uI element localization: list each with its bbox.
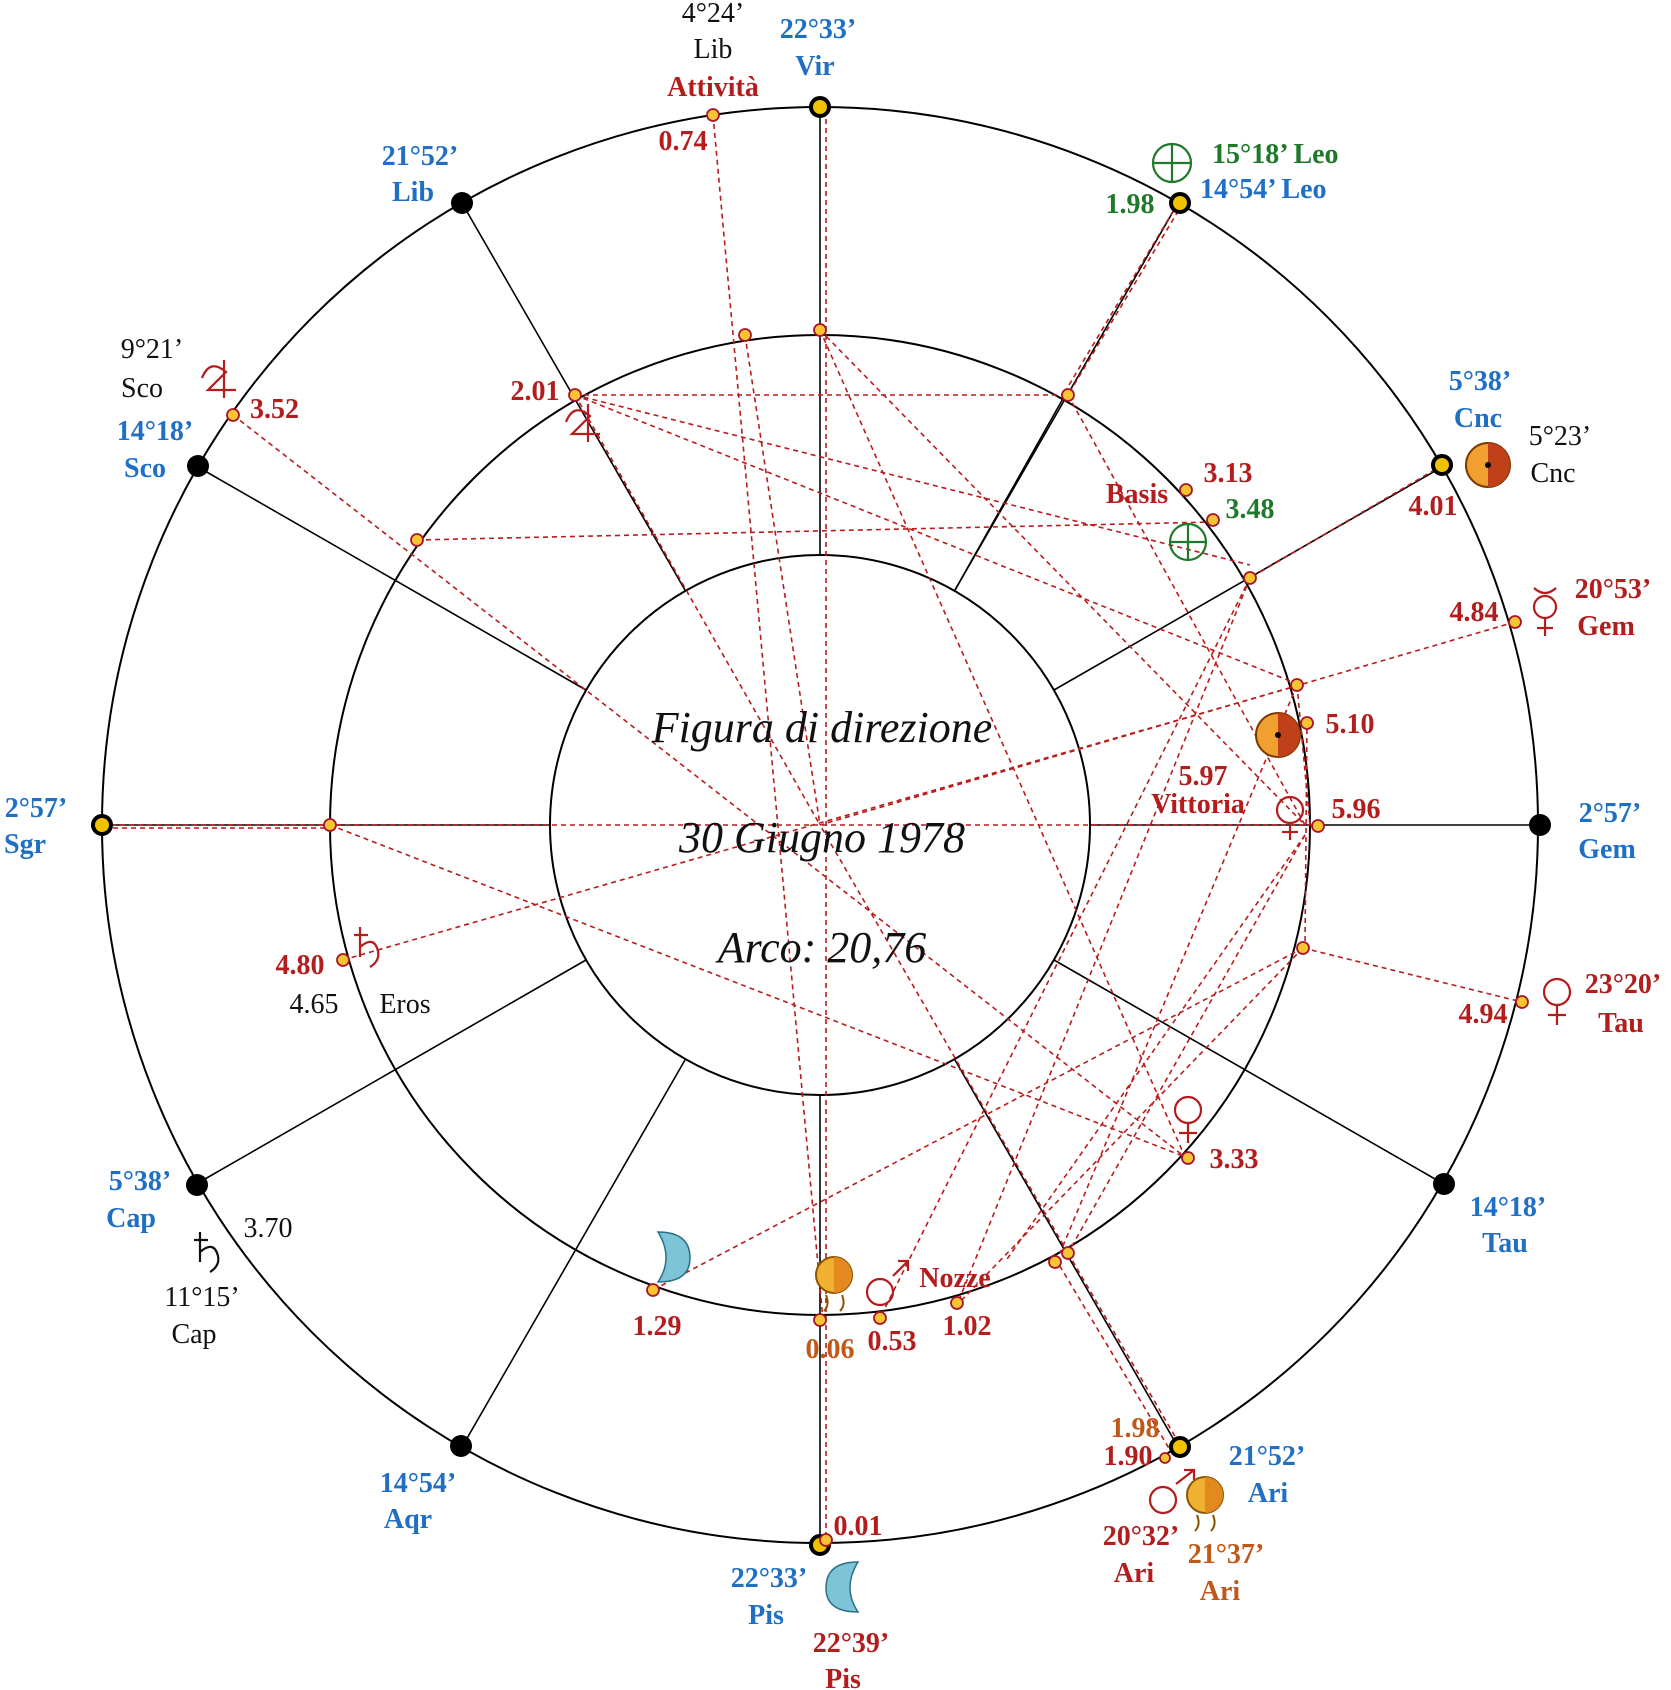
sun-natal-icon — [1465, 442, 1511, 488]
saturn-natal-icon — [194, 1232, 220, 1273]
cusp-cnc-degree: 5°38’ — [1449, 366, 1512, 397]
cusp-pis-degree: 22°33’ — [731, 1563, 808, 1594]
earth-icon — [1151, 142, 1193, 184]
jupiter-value: 3.52 — [250, 394, 299, 425]
vittoria-value: 5.97 — [1179, 761, 1228, 792]
cusp-ari-sign: Ari — [1248, 1478, 1289, 1509]
moon-natal-value: 0.01 — [834, 1511, 883, 1542]
cusp-aqr-degree: 14°54’ — [380, 1468, 457, 1499]
attivita-name: Attività — [667, 72, 759, 103]
cusp-sco-sign: Sco — [124, 453, 166, 484]
cusp-cnc-sign: Cnc — [1454, 403, 1502, 434]
direction-connectors — [102, 110, 1523, 1545]
venus-natal-icon — [1542, 977, 1572, 1025]
value-2-01: 2.01 — [511, 376, 560, 407]
cusp-pis-sign: Pis — [748, 1600, 784, 1631]
jupiter-inner-icon — [564, 404, 600, 442]
venus-natal-value: 4.94 — [1459, 999, 1508, 1030]
value-0-06: 0.06 — [806, 1334, 855, 1365]
cusp-sgr-degree: 2°57’ — [5, 793, 68, 824]
sun-natal-degree: 5°23’ — [1529, 421, 1592, 452]
mercury-natal-degree: 20°53’ — [1575, 574, 1652, 605]
sun-inner-value: 5.10 — [1326, 709, 1375, 740]
cusp-tau-degree: 14°18’ — [1470, 1192, 1547, 1223]
cusp-gem-sign: Gem — [1578, 834, 1636, 865]
venus-inner-value: 3.33 — [1210, 1144, 1259, 1175]
mars-natal-sign: Ari — [1114, 1558, 1155, 1589]
vittoria-name: Vittoria — [1151, 789, 1245, 820]
jupiter-natal-sign: Sco — [121, 373, 163, 404]
attivita-sign: Lib — [694, 34, 733, 65]
cusp-tau-sign: Tau — [1482, 1228, 1528, 1259]
node-natal-degree: 21°37’ — [1188, 1539, 1265, 1570]
value-1-02: 1.02 — [943, 1311, 992, 1342]
center-date: 30 Giugno 1978 — [678, 813, 965, 862]
saturn-inner-icon — [354, 927, 380, 968]
mars-inner-icon — [865, 1259, 910, 1307]
sun-natal-sign: Cnc — [1530, 458, 1575, 489]
node-inner-icon — [815, 1256, 853, 1312]
moon-natal-icon — [825, 1561, 860, 1613]
cusp-sco-degree: 14°18’ — [117, 416, 194, 447]
nozze-name: Nozze — [919, 1263, 991, 1294]
cusp-vir-degree: 22°33’ — [780, 14, 857, 45]
jupiter-natal-icon — [200, 360, 236, 398]
basis-value: 3.13 — [1204, 458, 1253, 489]
eros-value: 4.65 — [290, 989, 339, 1020]
cusp-lib-degree: 21°52’ — [382, 141, 459, 172]
cusp-cap-sign: Cap — [106, 1203, 156, 1234]
attivita-degree: 4°24’ — [682, 0, 745, 29]
vittoria-icon — [1275, 795, 1305, 840]
moon-natal-degree: 22°39’ — [813, 1628, 890, 1659]
center-title: Figura di direzione — [651, 703, 993, 752]
value-1-98-ari: 1.98 — [1111, 1413, 1160, 1444]
direction-dots — [226, 108, 1529, 1547]
mercury-icon — [1532, 587, 1558, 636]
attivita-value: 0.74 — [659, 126, 708, 157]
cusp-leo-degree: 14°54’ Leo — [1200, 174, 1327, 205]
center-arc: Arco: 20,76 — [715, 923, 927, 972]
venus-natal-sign: Tau — [1598, 1008, 1644, 1039]
basis-name: Basis — [1106, 479, 1168, 510]
earth-inner-value: 3.48 — [1226, 494, 1275, 525]
venus-natal-degree: 23°20’ — [1585, 969, 1662, 1000]
cusp-cap-degree: 5°38’ — [109, 1166, 172, 1197]
cusp-gem-degree: 2°57’ — [1579, 798, 1642, 829]
mercury-natal-value: 4.84 — [1450, 597, 1499, 628]
eros-name: Eros — [379, 989, 430, 1020]
cusp-aqr-sign: Aqr — [384, 1504, 432, 1535]
earth-inner-icon — [1168, 522, 1208, 562]
node-natal-sign: Ari — [1200, 1576, 1241, 1607]
mercury-natal-sign: Gem — [1577, 611, 1635, 642]
moon-natal-sign: Pis — [825, 1664, 861, 1690]
sun-inner-icon — [1255, 712, 1301, 758]
cusp-sgr-sign: Sgr — [4, 829, 46, 860]
cusp-vir-sign: Vir — [795, 51, 834, 82]
cusp-dots — [91, 96, 1551, 1556]
jupiter-natal-degree: 9°21’ — [121, 334, 184, 365]
venus-inner-icon — [1173, 1095, 1203, 1143]
moon-inner-value: 1.29 — [633, 1311, 682, 1342]
saturn-inner-value: 4.80 — [276, 950, 325, 981]
sun-outer-value: 4.01 — [1409, 491, 1458, 522]
earth-natal-degree: 15°18’ Leo — [1212, 139, 1339, 170]
mars-natal-degree: 20°32’ — [1103, 1521, 1180, 1552]
earth-natal-value: 1.98 — [1106, 189, 1155, 220]
cusp-lib-sign: Lib — [392, 177, 434, 208]
saturn-natal-value: 3.70 — [244, 1213, 293, 1244]
mars-natal-icon — [1148, 1468, 1196, 1515]
value-1-90: 1.90 — [1104, 1441, 1153, 1472]
value-5-96: 5.96 — [1332, 794, 1381, 825]
moon-inner-icon — [656, 1231, 691, 1283]
saturn-natal-sign: Cap — [171, 1319, 216, 1350]
cusp-ari-degree: 21°52’ — [1229, 1441, 1306, 1472]
node-natal-icon — [1186, 1476, 1224, 1532]
value-0-53: 0.53 — [868, 1326, 917, 1357]
saturn-natal-degree: 11°15’ — [164, 1282, 239, 1313]
